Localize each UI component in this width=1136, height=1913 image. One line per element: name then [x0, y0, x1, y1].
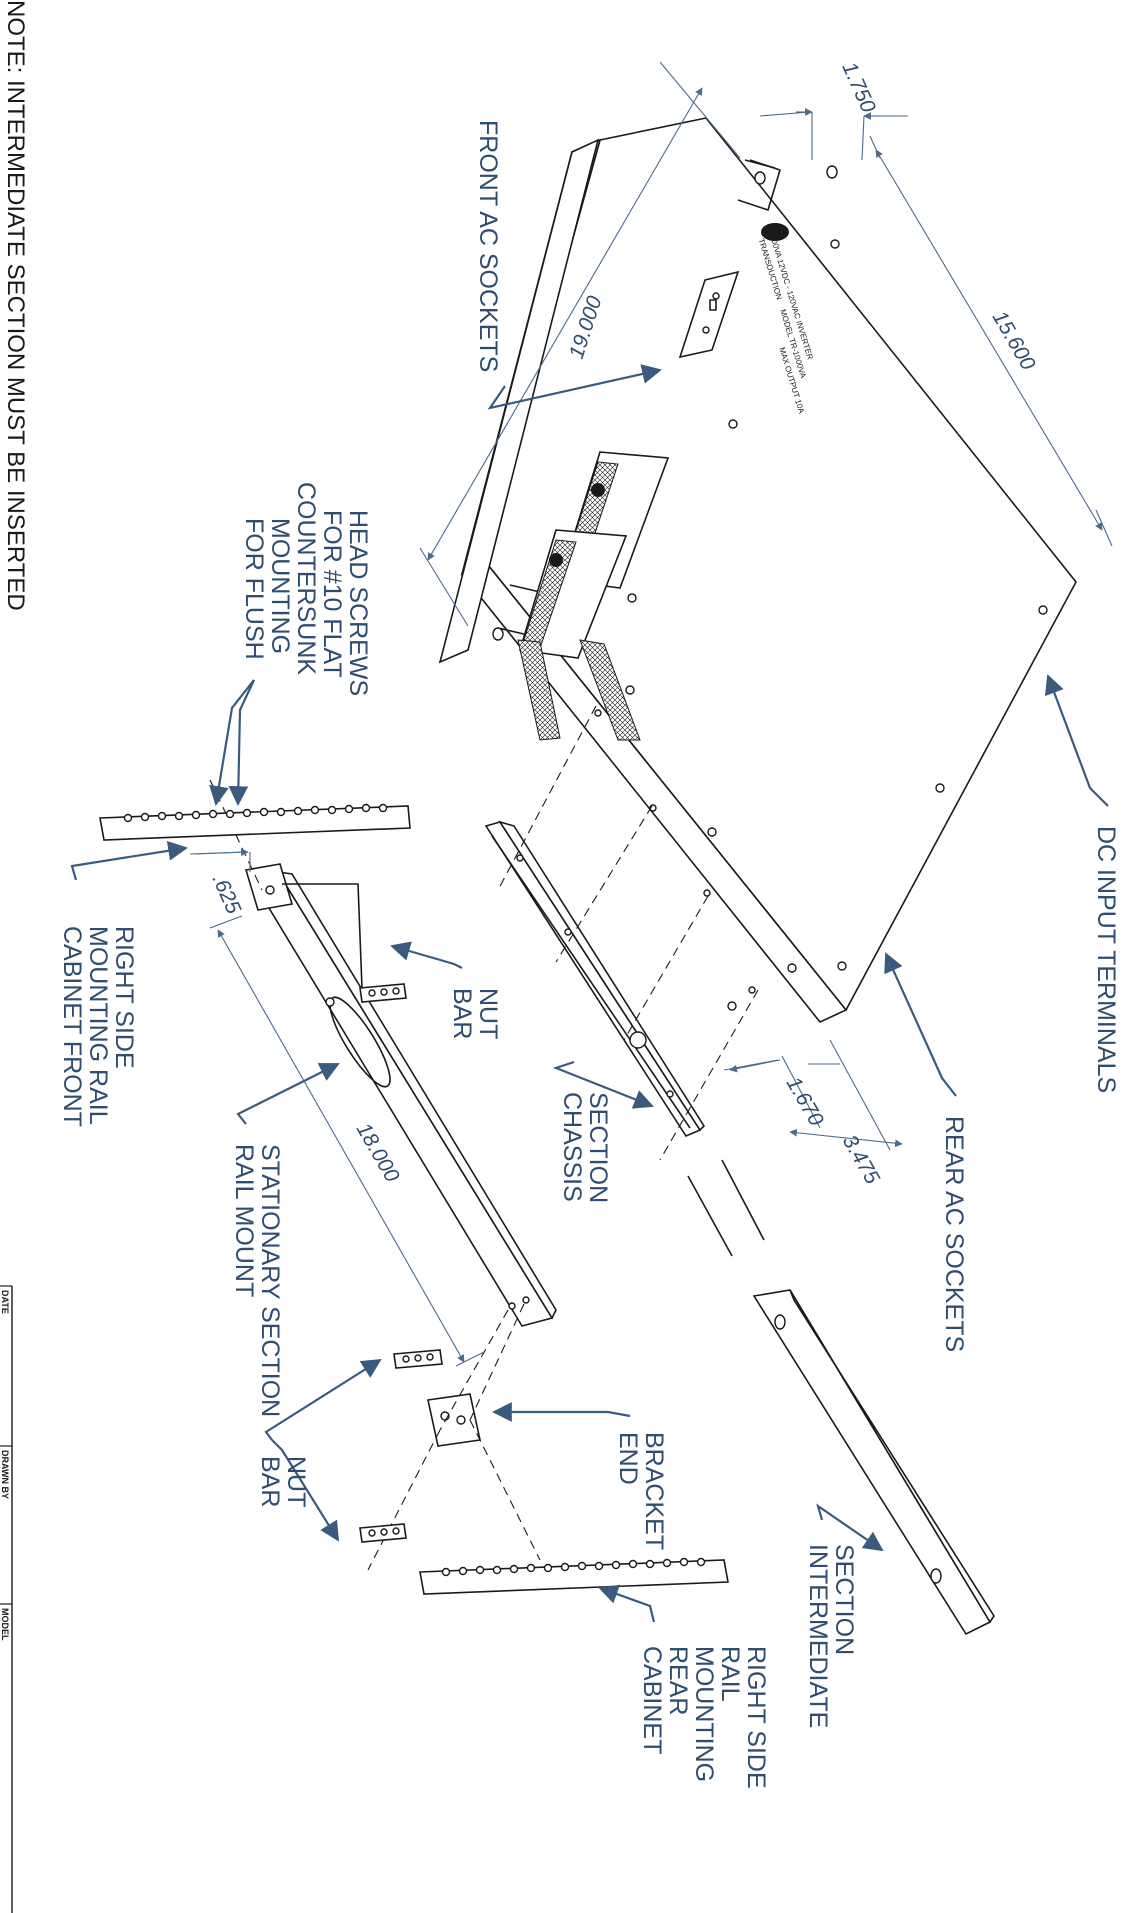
label-flush-line1: FOR FLUSH: [240, 518, 268, 660]
side-vent-2: [579, 639, 641, 741]
label-cabrear-line2: REAR: [664, 1646, 692, 1715]
label-flush-mounting: FOR FLUSH MOUNTING COUNTERSUNK FOR #10 F…: [240, 482, 372, 696]
label-cabrear-line1: CABINET: [638, 1646, 666, 1754]
dim-15600: 15.600: [988, 307, 1040, 374]
label-cabinet-rear-rail: CABINET REAR MOUNTING RAIL RIGHT SIDE: [638, 1646, 770, 1789]
label-intermediate-line1: INTERMEDIATE: [804, 1544, 832, 1728]
chassis-slot: [629, 1031, 647, 1049]
label-rail-mount: RAIL MOUNT STATIONARY SECTION: [230, 1144, 284, 1417]
dim-1670: 1.670: [782, 1073, 828, 1130]
label-barnut-bottom-line1: BAR: [256, 1456, 284, 1507]
brand-logo: [761, 223, 789, 241]
dim-625: .625: [207, 871, 245, 918]
cabinet-rear-mounting-rail: [419, 1557, 729, 1595]
label-chassis-line2: SECTION: [584, 1092, 612, 1203]
label-dc-input-terminals: DC INPUT TERMINALS: [1092, 826, 1120, 1093]
label-barnut-top-line1: BAR: [448, 988, 476, 1039]
title-block-model: MODEL: [0, 1608, 10, 1641]
label-railmount-line2: STATIONARY SECTION: [256, 1144, 284, 1417]
label-barnut-top-line2: NUT: [474, 988, 502, 1039]
label-cabinet-front-rail: CABINET FRONT MOUNTING RAIL RIGHT SIDE: [58, 926, 138, 1127]
leader-lines: [70, 364, 1109, 1623]
label-cabrear-line3: MOUNTING: [690, 1646, 718, 1782]
title-block: DATE DRAWN BY MODEL: [0, 1285, 13, 1913]
note-text: NOTE: INTERMEDIATE SECTION MUST BE INSER…: [2, 0, 29, 611]
dim-1750: 1.750: [837, 59, 880, 117]
label-end-line2: BRACKET: [640, 1432, 668, 1550]
title-block-date: DATE: [0, 1290, 10, 1314]
label-front-ac-sockets: FRONT AC SOCKETS: [474, 120, 502, 372]
label-cabfront-line1: CABINET FRONT: [58, 926, 86, 1127]
label-intermediate-line2: SECTION: [830, 1544, 858, 1655]
end-bracket: [427, 1393, 481, 1447]
label-flush-line2: MOUNTING: [266, 518, 294, 654]
side-vent-1: [517, 639, 561, 741]
title-block-drawn-by: DRAWN BY: [0, 1450, 10, 1499]
label-intermediate-section: INTERMEDIATE SECTION: [804, 1544, 858, 1728]
label-cabrear-line5: RIGHT SIDE: [742, 1646, 770, 1789]
label-rear-ac-sockets: REAR AC SOCKETS: [940, 1116, 968, 1352]
bar-nut-bottom: [359, 1523, 407, 1543]
label-bar-nut-bottom: BAR NUT: [256, 1456, 310, 1507]
dimension-lines: [189, 61, 1113, 1367]
label-barnut-bottom-line2: NUT: [282, 1456, 310, 1507]
label-railmount-line1: RAIL MOUNT: [230, 1144, 258, 1297]
intermediate-section-rail: [687, 1159, 995, 1636]
label-end-line1: END: [614, 1432, 642, 1485]
dim-18000: 18.000: [352, 1119, 404, 1186]
chassis-section-rail: [484, 705, 759, 1161]
label-flush-line4: FOR #10 FLAT: [318, 510, 346, 678]
label-cabfront-line2: MOUNTING RAIL: [84, 926, 112, 1125]
cabinet-front-mounting-rail: [99, 803, 411, 841]
label-chassis-section: CHASSIS SECTION: [558, 1092, 612, 1203]
label-flush-line3: COUNTERSUNK: [292, 482, 320, 675]
label-chassis-line1: CHASSIS: [558, 1092, 586, 1202]
dim-3475: 3.475: [838, 1131, 884, 1188]
label-cabrear-line4: RAIL: [716, 1646, 744, 1702]
label-flush-line5: HEAD SCREWS: [344, 510, 372, 696]
label-bar-nut-top: BAR NUT: [448, 988, 502, 1039]
label-cabfront-line3: RIGHT SIDE: [110, 926, 138, 1069]
label-end-bracket: END BRACKET: [614, 1432, 668, 1550]
bar-nut-middle: [393, 1349, 443, 1369]
